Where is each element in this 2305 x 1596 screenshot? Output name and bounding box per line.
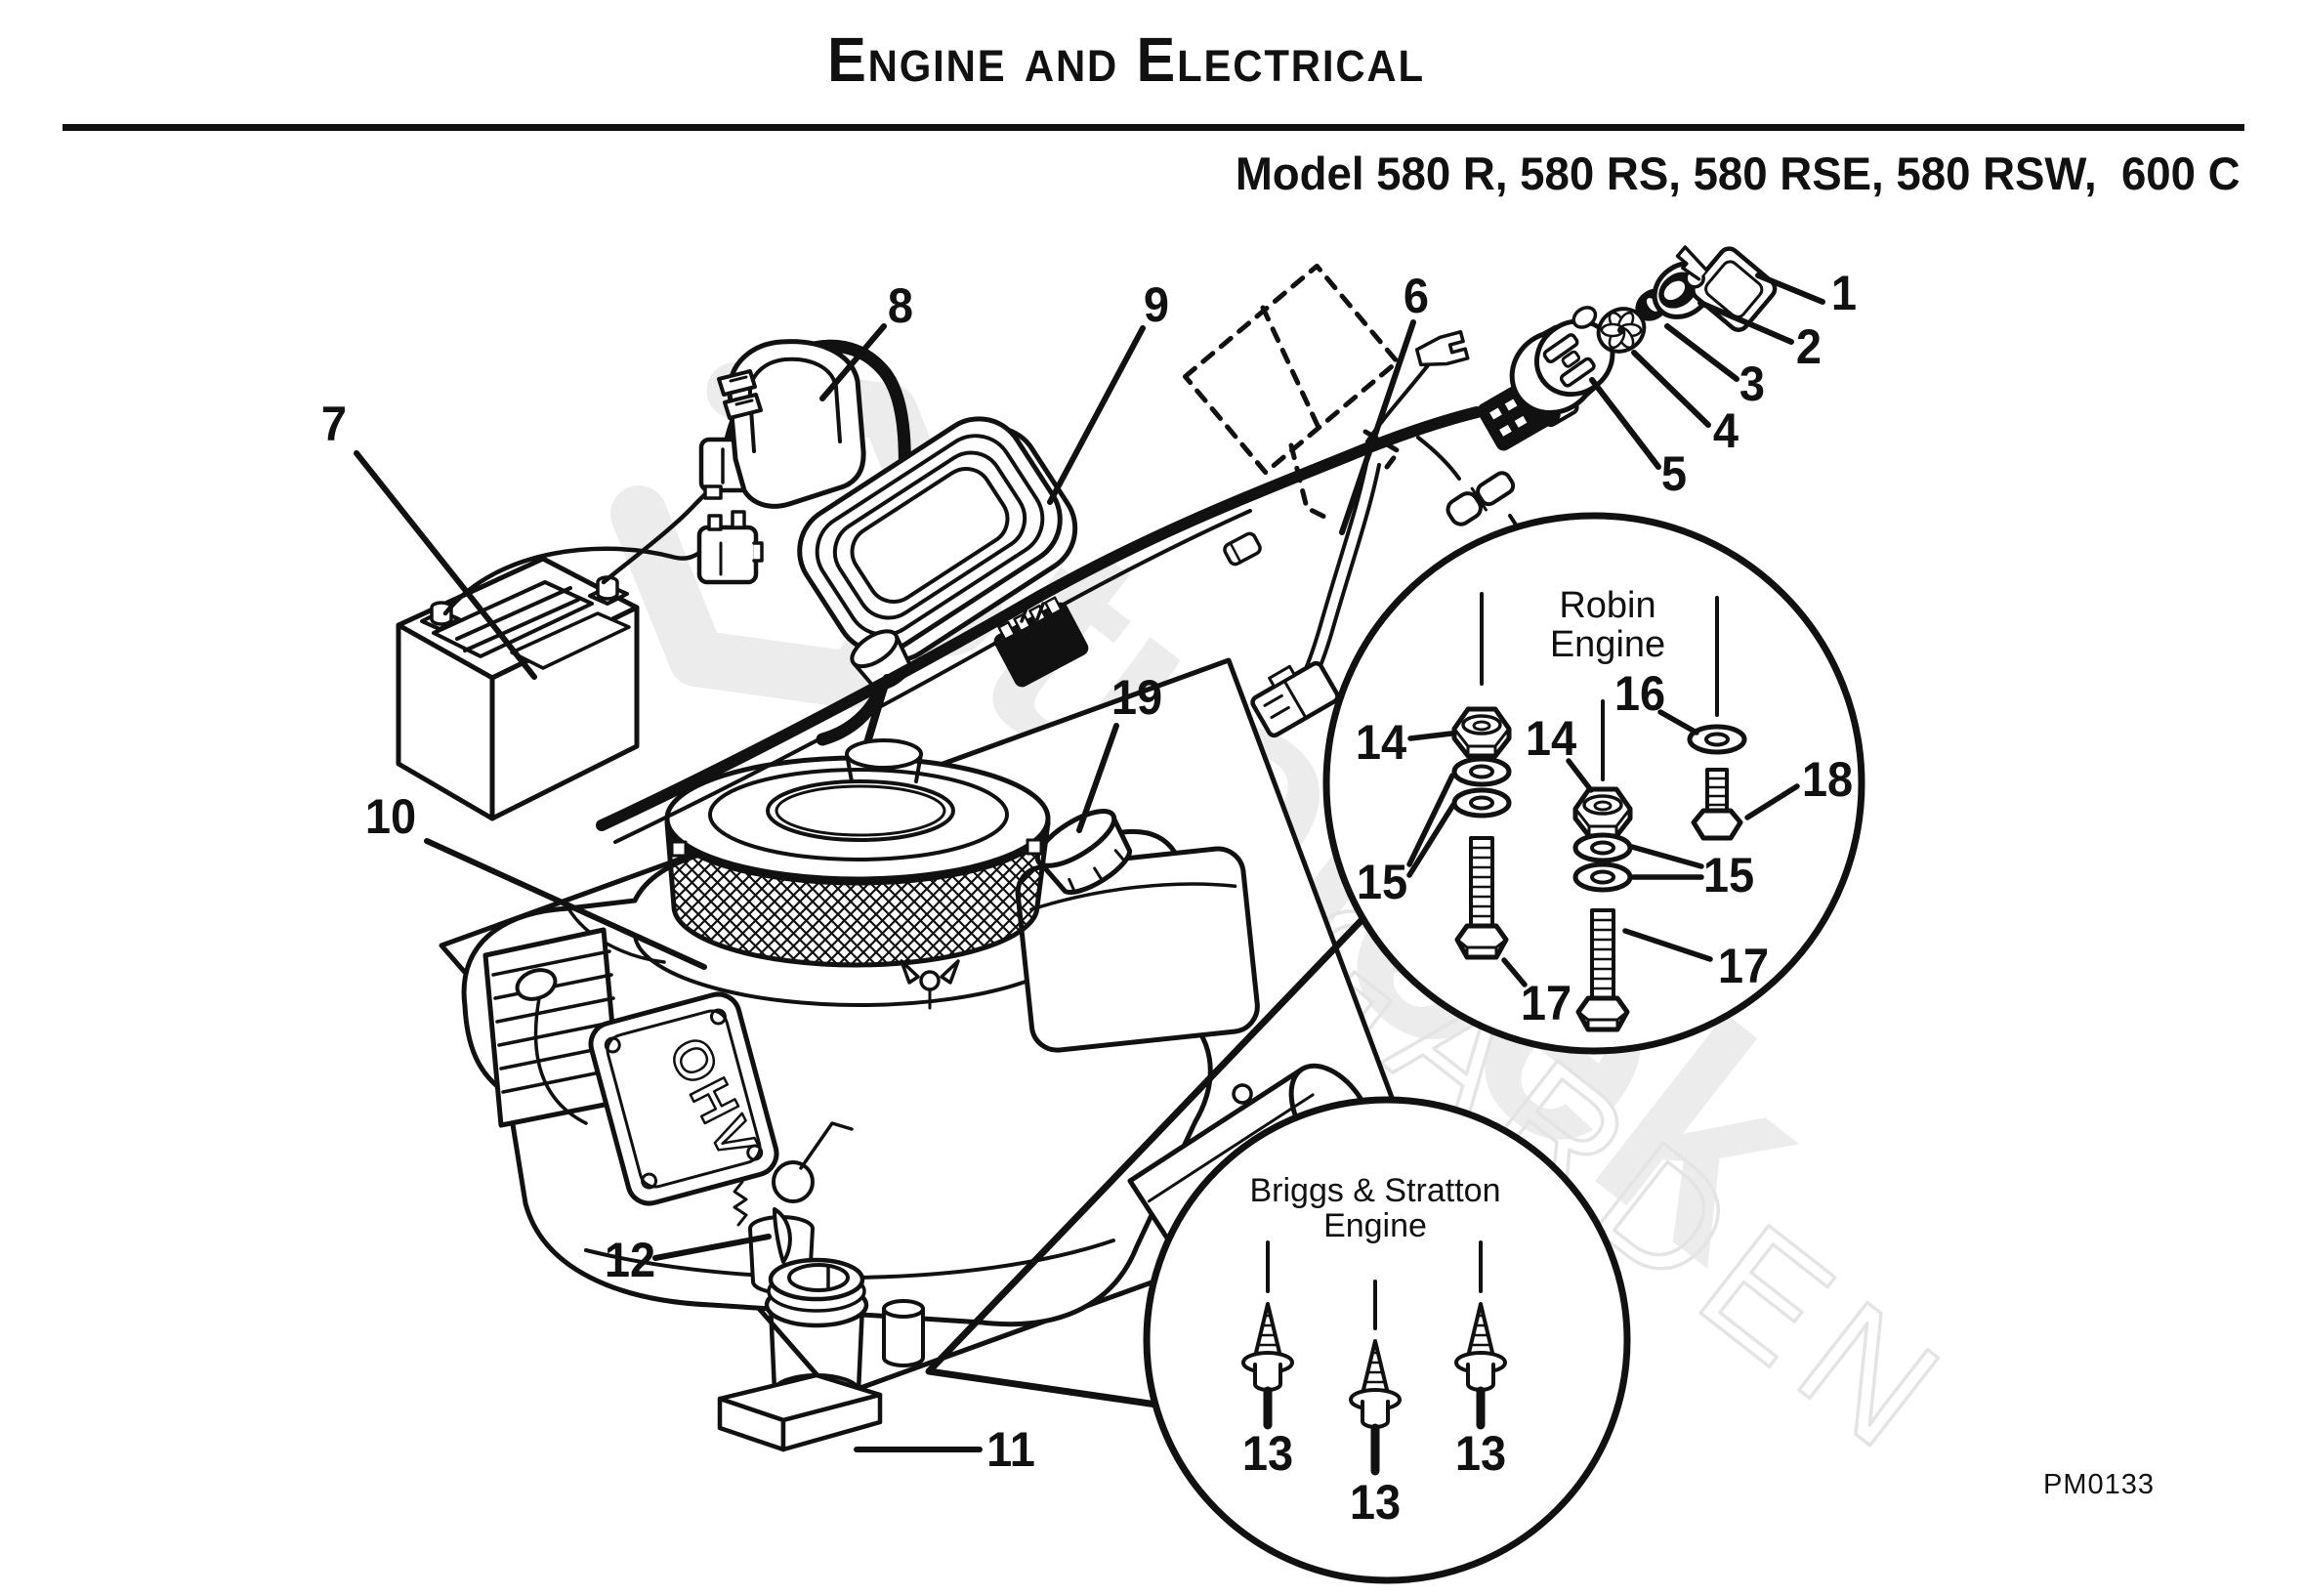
- title-rule: [63, 124, 2244, 131]
- callout-8-7: 8: [887, 278, 914, 333]
- air-cleaner: [664, 738, 1051, 968]
- briggs-leader-lines: [1263, 1386, 1486, 1476]
- washer-15a1: [1454, 759, 1509, 784]
- robin-leader-lines: [1406, 709, 1800, 987]
- callout-11-10: 11: [986, 1422, 1035, 1477]
- harness-connector-2pin: [1250, 660, 1340, 738]
- callout-6-5: 6: [1403, 269, 1430, 323]
- callout-9-8: 9: [1143, 277, 1170, 332]
- callout-18-20: 18: [1801, 752, 1854, 807]
- washer-15b1: [1575, 835, 1630, 861]
- drain-plug: [882, 1299, 925, 1367]
- cable-connector-lower: [696, 525, 759, 585]
- robin-inset-circle: [1322, 512, 1865, 1055]
- callout-1-0: 1: [1830, 266, 1858, 320]
- robin-title-line2: Engine: [1550, 624, 1665, 665]
- callout-4-3: 4: [1712, 403, 1739, 458]
- nut-14a: [1454, 709, 1509, 756]
- callout-16-17: 16: [1614, 666, 1666, 721]
- dipstick: [515, 968, 588, 1125]
- callout-13-22: 13: [1349, 1475, 1402, 1530]
- robin-inset: Robin Engine: [1322, 512, 1865, 1055]
- washer-15a2: [1454, 790, 1509, 816]
- switch-contact-plate: [1596, 307, 1647, 354]
- ignition-key: [1675, 245, 1778, 332]
- coil-illustration: [717, 339, 866, 509]
- washer-15b2: [1575, 864, 1630, 890]
- briggs-title-line2: Engine: [1323, 1207, 1427, 1244]
- callout-14-13: 14: [1355, 715, 1407, 770]
- fuel-cap: [1034, 809, 1133, 895]
- callout-19-12: 19: [1111, 670, 1163, 725]
- woodruff-key: [773, 1207, 792, 1264]
- ignition-switch: [1509, 306, 1615, 416]
- page-title: Engine and Electrical: [827, 24, 1425, 95]
- callout-2-1: 2: [1795, 319, 1823, 374]
- drain-tube-illustration: [717, 1207, 883, 1452]
- callout-3-2: 3: [1739, 357, 1766, 411]
- harness-clip: [1223, 531, 1262, 567]
- briggs-inset-circle: [1143, 1096, 1631, 1584]
- briggs-title-line1: Briggs & Stratton: [1249, 1172, 1500, 1209]
- callout-13-21: 13: [1241, 1426, 1294, 1481]
- fork-terminal: [1414, 329, 1470, 367]
- callout-7-6: 7: [320, 397, 348, 451]
- wing-nut: [900, 959, 960, 1010]
- callout-10-9: 10: [364, 789, 417, 844]
- callout-5-4: 5: [1660, 446, 1688, 501]
- key-switch-cluster: [1509, 245, 1778, 416]
- callout-17-18: 17: [1520, 976, 1572, 1030]
- callout-14-14: 14: [1525, 711, 1577, 766]
- leader-lines: [354, 273, 1825, 1452]
- inset-pointer-line: [925, 914, 1367, 1408]
- callout-17-19: 17: [1717, 939, 1770, 993]
- battery-illustration: [396, 556, 640, 821]
- callout-15-15: 15: [1356, 855, 1408, 909]
- bullet-connector: [1446, 471, 1516, 526]
- briggs-inset: Briggs & Stratton Engine: [1143, 1096, 1631, 1584]
- document-code: PM0133: [2043, 1469, 2156, 1500]
- harness-connector-4pin: [993, 596, 1089, 688]
- model-list: Model 580 R, 580 RS, 580 RSE, 580 RSW, 6…: [1236, 147, 2241, 199]
- callout-12-11: 12: [604, 1233, 656, 1287]
- robin-title-line1: Robin: [1559, 585, 1655, 626]
- grommet-illustration: [784, 416, 1078, 968]
- harness-illustration: [596, 329, 1579, 844]
- nut-14b: [1575, 789, 1630, 836]
- callout-15-16: 15: [1702, 848, 1755, 903]
- fuel-tank: [1015, 846, 1260, 1053]
- callout-13-23: 13: [1454, 1426, 1507, 1481]
